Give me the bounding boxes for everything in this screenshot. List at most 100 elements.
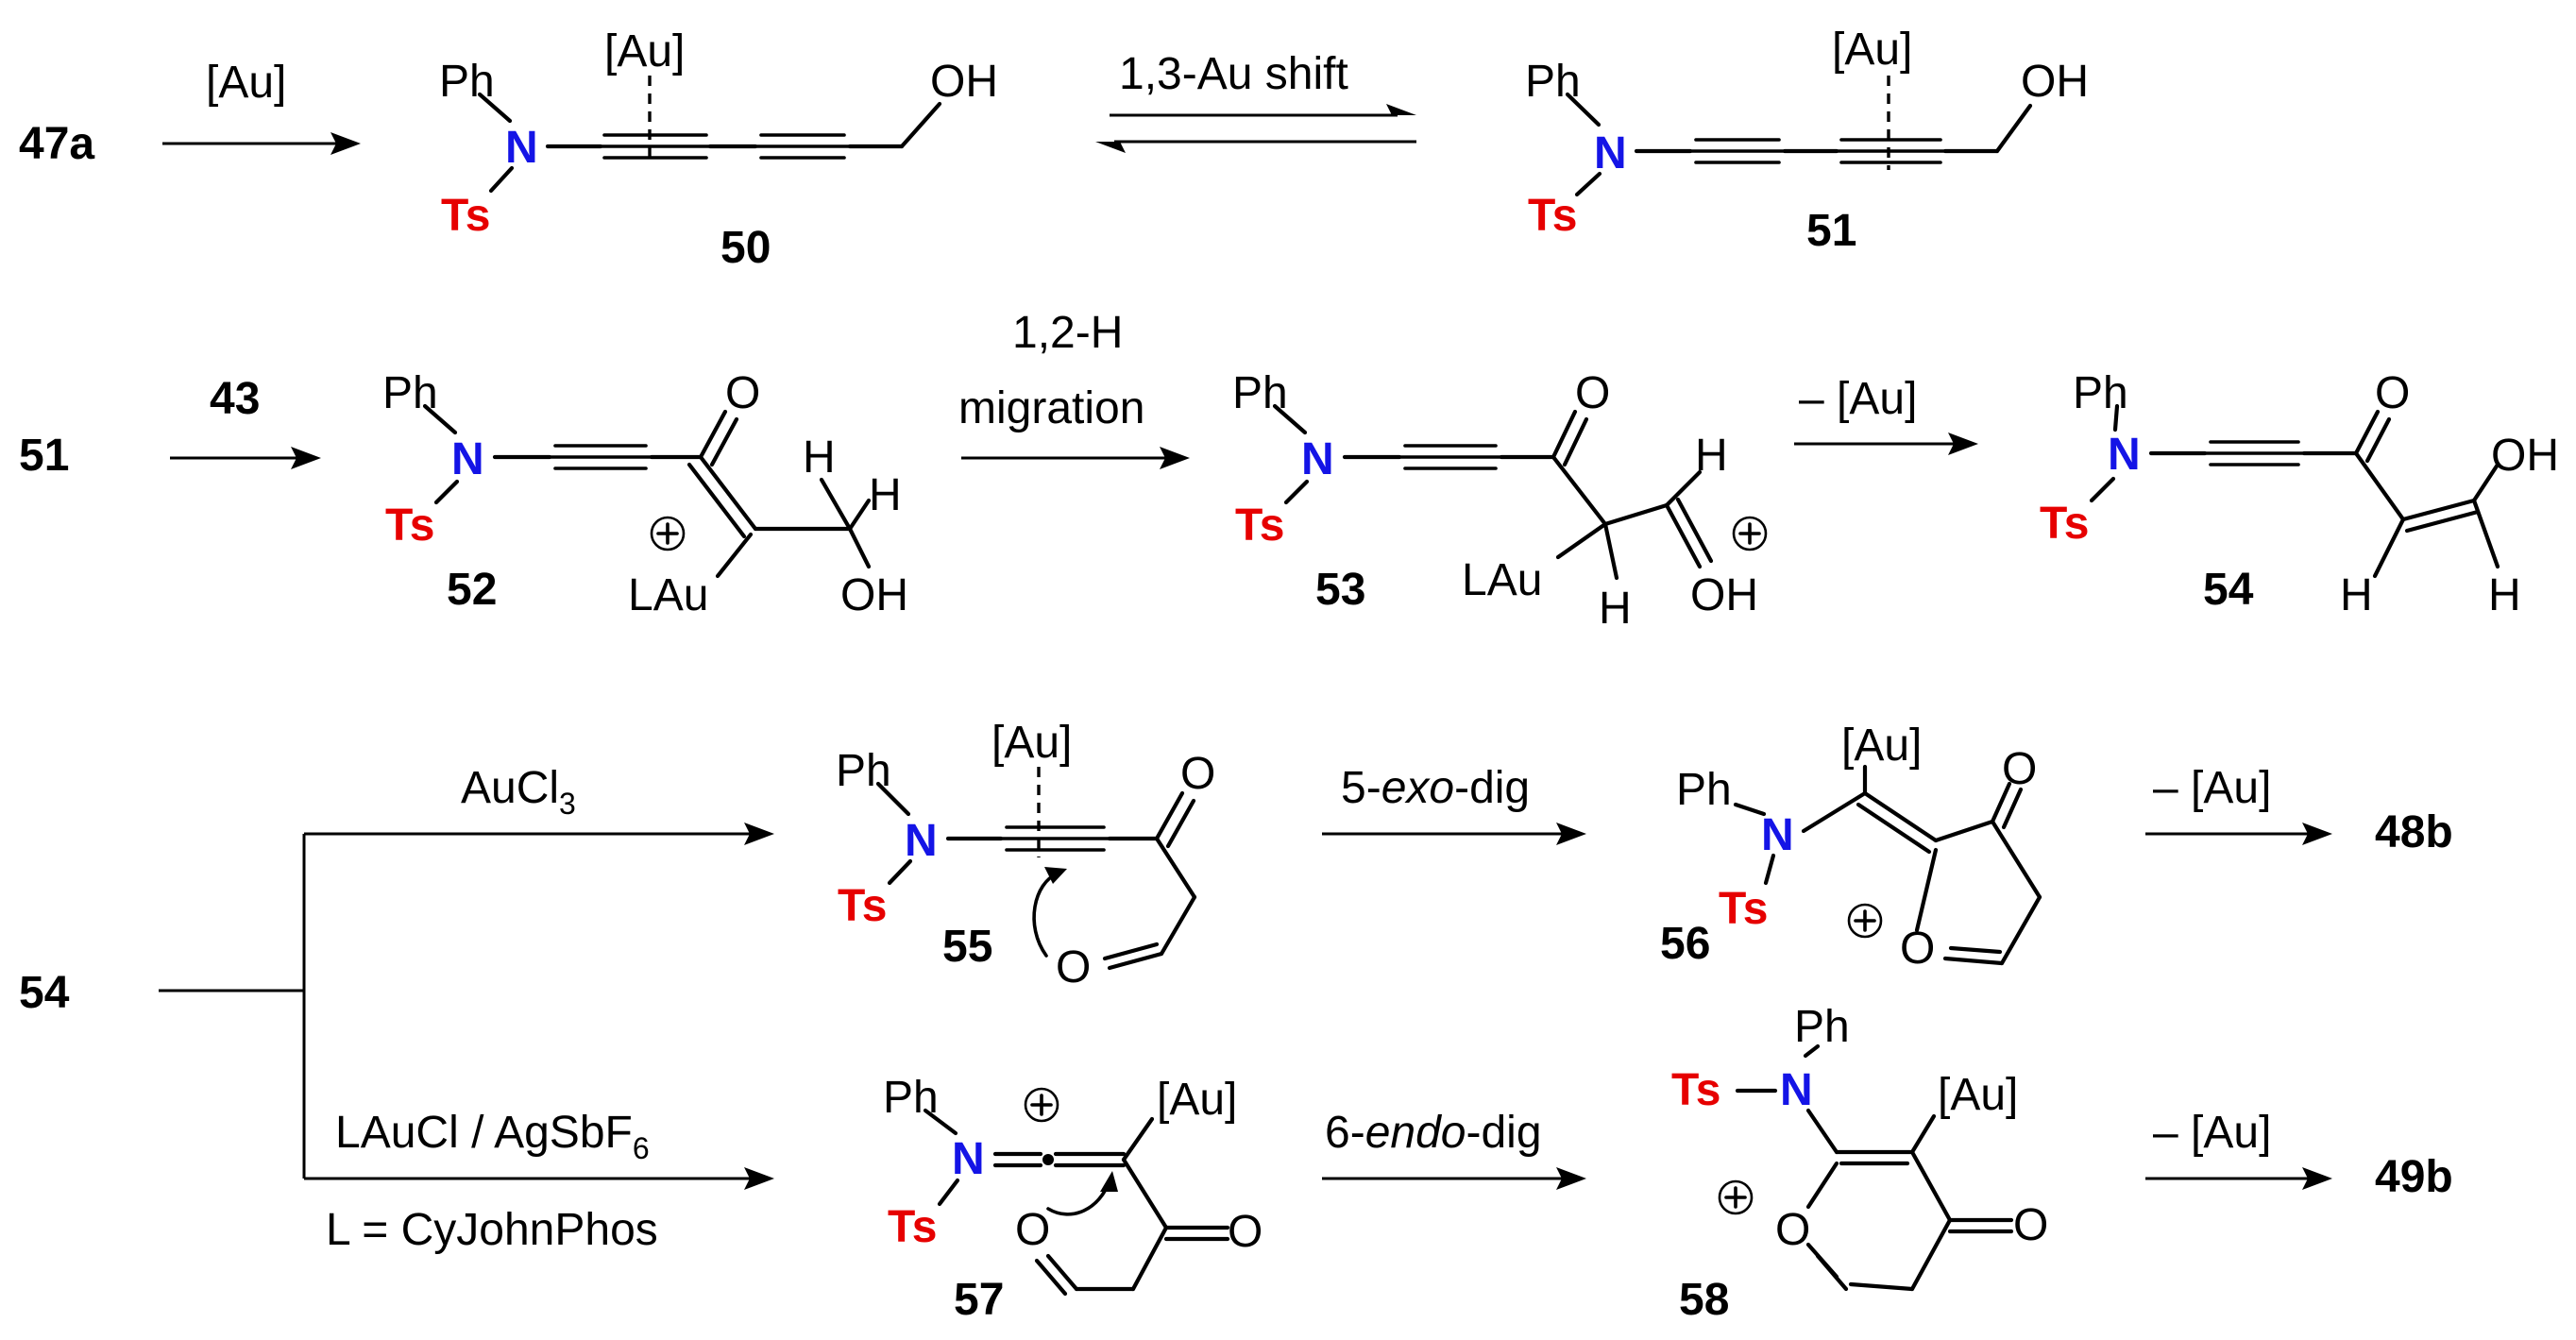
compound-52-label: 52 — [447, 565, 497, 615]
reagent-minus-au-2: – [Au] — [2153, 763, 2271, 813]
compound-50-label: 50 — [720, 223, 771, 273]
reagent-au: [Au] — [206, 58, 286, 108]
compound-54-structure: Ph N Ts O H OH H — [2040, 368, 2559, 620]
hydrogen-label: H — [1695, 431, 1728, 481]
arrowhead — [1948, 433, 1978, 455]
compound-54-label: 54 — [2203, 565, 2254, 615]
arrowhead — [1044, 867, 1067, 884]
curved-arrow-icon — [1032, 872, 1059, 958]
gold-label: [Au] — [1832, 25, 1912, 75]
curved-arrow-icon — [1046, 1179, 1111, 1216]
arrowhead — [1160, 447, 1190, 469]
cation-charge-icon — [1732, 516, 1768, 551]
gold-label: [Au] — [604, 26, 685, 76]
arrowhead — [744, 823, 774, 845]
tosyl-label: Ts — [385, 500, 434, 551]
arrowhead — [744, 1167, 774, 1190]
hydroxyl-label: OH — [2021, 57, 2089, 107]
nitrogen-atom: N — [905, 816, 938, 866]
compound-56-structure: Ph N Ts [Au] O O — [1676, 721, 2042, 974]
nitrogen-atom: N — [952, 1134, 985, 1184]
nitrogen-atom: N — [1780, 1065, 1813, 1115]
hydrogen-label: H — [1599, 584, 1632, 634]
tosyl-label: Ts — [1719, 884, 1768, 934]
gold-ligand-label: LAu — [1462, 555, 1542, 605]
hydrogen-label: H — [869, 470, 902, 520]
hydrogen-label: H — [803, 433, 836, 483]
tosyl-label: Ts — [441, 191, 490, 241]
reagent-minus-au-1: – [Au] — [1799, 374, 1917, 424]
hydroxyl-label: OH — [2491, 431, 2559, 481]
ring-oxygen: O — [1775, 1205, 1810, 1255]
compound-57-label: 57 — [954, 1275, 1004, 1325]
carbonyl-oxygen: O — [1575, 368, 1610, 418]
gold-label: [Au] — [1938, 1070, 2018, 1120]
carbonyl-oxygen: O — [2375, 368, 2410, 418]
nitrogen-atom: N — [1594, 128, 1627, 178]
compound-55-structure: Ph N Ts [Au] O O — [836, 718, 1215, 992]
arrowhead — [1386, 104, 1416, 115]
cation-charge-icon — [1718, 1179, 1754, 1215]
hydrogen-label: H — [2340, 570, 2373, 620]
catalyst-43: 43 — [210, 374, 260, 424]
reagent-aucl3: AuCl3 — [461, 763, 576, 821]
nitrogen-atom: N — [1301, 434, 1334, 484]
tosyl-label: Ts — [1235, 500, 1284, 551]
gold-label: [Au] — [1157, 1075, 1237, 1125]
compound-53-label: 53 — [1315, 565, 1365, 615]
tosyl-label: Ts — [2040, 499, 2089, 549]
hydroxyl-label: OH — [930, 57, 998, 107]
cation-charge-icon — [1847, 903, 1883, 939]
carbonyl-oxygen: O — [1228, 1207, 1263, 1257]
row-1: 47a [Au] Ph N Ts [Au] OH 50 1,3-Au shift… — [19, 25, 2089, 273]
tosyl-label: Ts — [1671, 1065, 1720, 1115]
compound-57-structure: Ph N Ts [Au] O O — [883, 1073, 1263, 1297]
reagent-minus-au-3: – [Au] — [2153, 1108, 2271, 1158]
hydroxyl-label: OH — [1690, 570, 1758, 620]
compound-51-structure: Ph N Ts [Au] OH — [1525, 25, 2089, 241]
compound-54-start-label: 54 — [19, 968, 70, 1018]
compound-51-label: 51 — [1806, 206, 1856, 256]
reagent-1-2-h-line2: migration — [958, 383, 1144, 433]
compound-50-structure: Ph N Ts [Au] OH — [439, 26, 998, 241]
arrowhead — [291, 447, 321, 469]
nitrogen-atom: N — [2108, 430, 2141, 480]
gold-label: [Au] — [1841, 721, 1922, 771]
reagent-1-3-au-shift: 1,3-Au shift — [1119, 49, 1348, 99]
arrowhead — [1556, 1167, 1586, 1190]
tosyl-label: Ts — [888, 1202, 937, 1252]
carbonyl-oxygen: O — [725, 368, 760, 418]
row-2: 51 43 Ph N Ts O LAu H H OH 52 1,2-H migr… — [19, 308, 2559, 634]
phenyl-label: Ph — [2073, 368, 2128, 418]
reagent-6-endo-dig: 6-endo-dig — [1325, 1108, 1542, 1158]
arrowhead — [1556, 823, 1586, 845]
carbonyl-oxygen: O — [1180, 749, 1215, 799]
hydroxyl-label: OH — [840, 570, 908, 620]
arrowhead — [2302, 1167, 2332, 1190]
compound-58-label: 58 — [1679, 1275, 1729, 1325]
arrowhead — [1095, 142, 1126, 153]
compound-47a-label: 47a — [19, 119, 94, 169]
nitrogen-atom: N — [451, 434, 484, 484]
aldehyde-oxygen: O — [1015, 1205, 1050, 1255]
compound-49b-label: 49b — [2375, 1152, 2453, 1202]
phenyl-label: Ph — [1794, 1002, 1850, 1052]
reagent-1-2-h-line1: 1,2-H — [1012, 308, 1123, 358]
carbonyl-oxygen: O — [2013, 1200, 2048, 1250]
cation-charge-icon — [1024, 1087, 1059, 1123]
arrowhead — [2302, 823, 2332, 845]
tosyl-label: Ts — [838, 881, 887, 931]
reagent-5-exo-dig: 5-exo-dig — [1341, 763, 1530, 813]
compound-51-start-label: 51 — [19, 431, 69, 481]
tosyl-label: Ts — [1528, 191, 1577, 241]
gold-label: [Au] — [991, 718, 1072, 768]
compound-58-structure: Ph Ts N [Au] O O — [1671, 1002, 2048, 1292]
arrowhead — [330, 132, 361, 155]
compound-52-structure: Ph N Ts O LAu H H OH — [382, 368, 908, 620]
phenyl-label: Ph — [1676, 765, 1732, 815]
compound-53-structure: Ph N Ts O LAu H H OH — [1232, 368, 1768, 634]
carbonyl-oxygen: O — [2002, 744, 2037, 794]
compound-55-label: 55 — [942, 922, 992, 972]
arrowhead — [1100, 1171, 1118, 1192]
